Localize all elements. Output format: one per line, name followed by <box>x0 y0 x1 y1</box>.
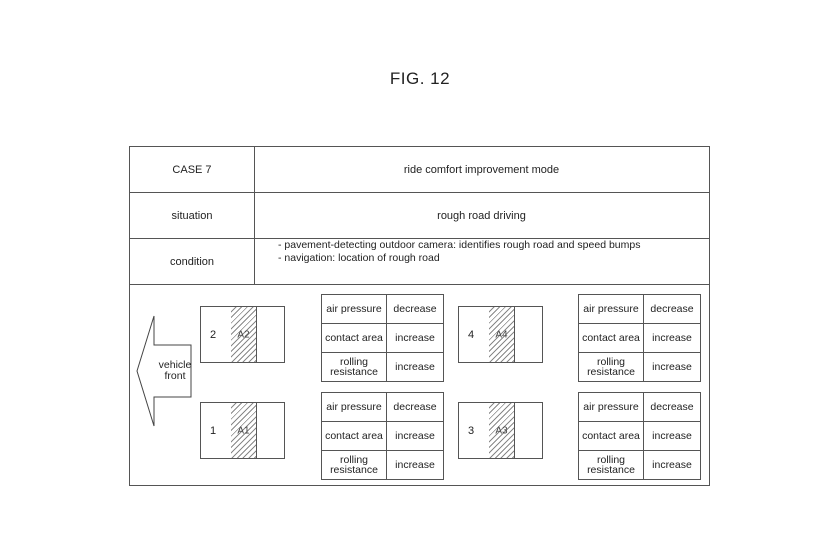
case-label: CASE 7 <box>130 147 255 192</box>
param-name: air pressure <box>578 294 644 324</box>
param-name: air pressure <box>578 392 644 422</box>
param-name: contact area <box>578 421 644 451</box>
situation-label: situation <box>130 193 255 238</box>
tire-number: 1 <box>210 424 217 437</box>
param-table-tire-2: air pressure decrease contact area incre… <box>321 294 444 382</box>
tire-2: 2 A2 <box>200 306 285 363</box>
param-name: air pressure <box>321 294 387 324</box>
table-row: rolling resistance increase <box>578 450 701 480</box>
param-change: decrease <box>386 294 444 324</box>
param-change: increase <box>643 421 701 451</box>
table-row: air pressure decrease <box>578 294 701 324</box>
tire-sidewall <box>459 403 490 458</box>
param-table-tire-3: air pressure decrease contact area incre… <box>578 392 701 480</box>
situation-row: situation rough road driving <box>130 193 709 239</box>
case-row: CASE 7 ride comfort improvement mode <box>130 147 709 193</box>
situation-value: rough road driving <box>437 209 526 222</box>
param-table-tire-4: air pressure decrease contact area incre… <box>578 294 701 382</box>
table-row: contact area increase <box>578 323 701 353</box>
param-change: increase <box>386 450 444 480</box>
tire-4: 4 A4 <box>458 306 543 363</box>
param-change: decrease <box>643 392 701 422</box>
param-change: decrease <box>386 392 444 422</box>
table-row: air pressure decrease <box>321 294 444 324</box>
param-change: increase <box>643 450 701 480</box>
param-change: increase <box>643 352 701 382</box>
tire-sidewall <box>201 403 232 458</box>
arrow-label-line: front <box>164 370 186 382</box>
contact-area-label: A3 <box>495 425 508 436</box>
tire-diagram: vehicle front 2 A2 air pressure decrease… <box>130 285 709 485</box>
param-change: increase <box>386 352 444 382</box>
tire-3: 3 A3 <box>458 402 543 459</box>
table-row: rolling resistance increase <box>578 352 701 382</box>
tire-number: 4 <box>468 328 475 341</box>
tire-number: 3 <box>468 424 475 437</box>
table-row: air pressure decrease <box>578 392 701 422</box>
param-name: rolling resistance <box>321 352 387 382</box>
arrow-label-line: vehicle <box>158 359 192 371</box>
vehicle-front-label: vehicle front <box>152 360 198 382</box>
table-row: rolling resistance increase <box>321 352 444 382</box>
tire-sidewall <box>201 307 232 362</box>
contact-area-hatch <box>231 403 257 458</box>
table-row: contact area increase <box>321 421 444 451</box>
tire-sidewall <box>459 307 490 362</box>
param-change: increase <box>386 323 444 353</box>
case-table: CASE 7 ride comfort improvement mode sit… <box>129 146 710 486</box>
contact-area-hatch <box>489 403 515 458</box>
condition-line-navigation: - navigation: location of rough road <box>278 252 440 264</box>
tire-number: 2 <box>210 328 217 341</box>
contact-area-label: A2 <box>237 329 250 340</box>
param-name: contact area <box>321 323 387 353</box>
param-name: air pressure <box>321 392 387 422</box>
param-change: decrease <box>643 294 701 324</box>
table-row: air pressure decrease <box>321 392 444 422</box>
case-value: ride comfort improvement mode <box>403 163 560 176</box>
contact-area-label: A4 <box>495 329 508 340</box>
param-name: contact area <box>578 323 644 353</box>
param-name: rolling resistance <box>321 450 387 480</box>
table-row: rolling resistance increase <box>321 450 444 480</box>
figure-title: FIG. 12 <box>389 69 451 88</box>
condition-label: condition <box>130 239 255 284</box>
param-name: rolling resistance <box>578 352 644 382</box>
table-row: contact area increase <box>578 421 701 451</box>
condition-value: - pavement-detecting outdoor camera: ide… <box>254 239 709 284</box>
param-name: rolling resistance <box>578 450 644 480</box>
contact-area-hatch <box>489 307 515 362</box>
condition-line-camera: - pavement-detecting outdoor camera: ide… <box>278 239 641 251</box>
condition-row: condition - pavement-detecting outdoor c… <box>130 239 709 285</box>
param-table-tire-1: air pressure decrease contact area incre… <box>321 392 444 480</box>
param-change: increase <box>386 421 444 451</box>
param-change: increase <box>643 323 701 353</box>
tire-1: 1 A1 <box>200 402 285 459</box>
vehicle-front-arrow-icon <box>136 315 192 427</box>
contact-area-label: A1 <box>237 425 250 436</box>
param-name: contact area <box>321 421 387 451</box>
contact-area-hatch <box>231 307 257 362</box>
table-row: contact area increase <box>321 323 444 353</box>
